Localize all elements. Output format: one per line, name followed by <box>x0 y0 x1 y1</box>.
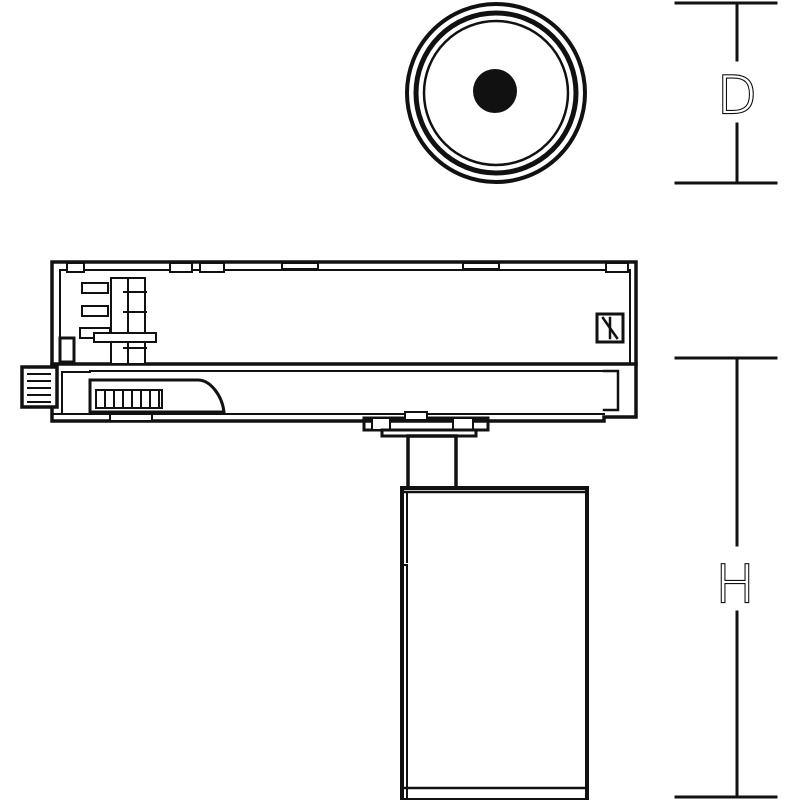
dimension-d: D <box>674 1 778 185</box>
dimension-h: H <box>674 356 778 799</box>
lock-lever <box>20 336 91 415</box>
bezel-ring <box>413 10 579 176</box>
marker-box <box>595 312 625 344</box>
top-notches <box>66 262 629 273</box>
spotlight-head <box>400 486 589 800</box>
dimension-d-label: D <box>717 66 757 126</box>
lens-ring <box>422 19 570 167</box>
mounting-joint <box>362 411 490 492</box>
release-switch <box>88 378 226 422</box>
led-dot <box>473 69 517 113</box>
track-adapter <box>20 260 638 423</box>
dimension-h-label: H <box>715 555 754 615</box>
contact-block <box>79 277 157 365</box>
top-view <box>405 2 587 184</box>
